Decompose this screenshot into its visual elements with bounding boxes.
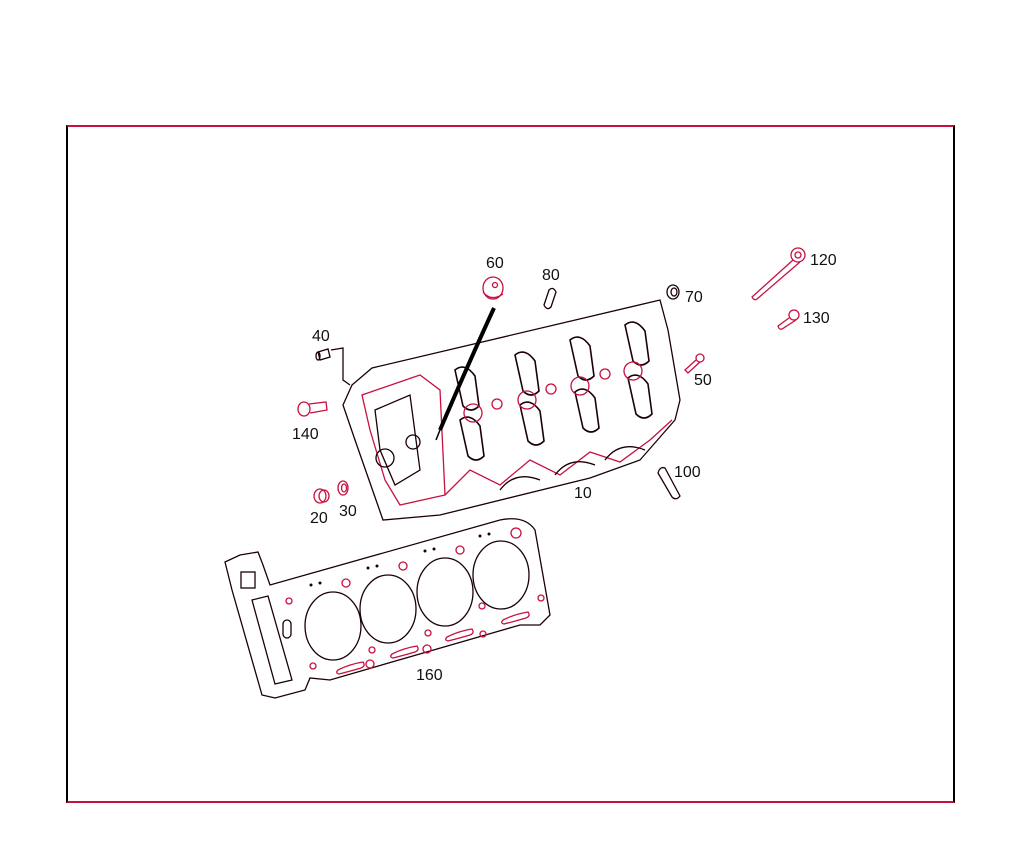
part-80-dowel[interactable] xyxy=(543,287,557,310)
callout-160[interactable]: 160 xyxy=(416,667,443,684)
callout-10[interactable]: 10 xyxy=(574,485,592,502)
callout-50[interactable]: 50 xyxy=(694,372,712,389)
callout-80[interactable]: 80 xyxy=(542,267,560,284)
part-140-bolt[interactable] xyxy=(297,401,328,417)
callout-130[interactable]: 130 xyxy=(803,310,830,327)
callout-40[interactable]: 40 xyxy=(312,328,330,345)
callout-100[interactable]: 100 xyxy=(674,464,701,481)
cylinder-head-part-10[interactable] xyxy=(342,299,681,521)
part-60-cap[interactable] xyxy=(482,276,504,300)
leader-line-60 xyxy=(438,307,496,431)
callout-120[interactable]: 120 xyxy=(810,252,837,269)
callout-30[interactable]: 30 xyxy=(339,503,357,520)
callout-20[interactable]: 20 xyxy=(310,510,328,527)
part-50-bolt[interactable] xyxy=(684,353,705,374)
callout-140[interactable]: 140 xyxy=(292,426,319,443)
callout-70[interactable]: 70 xyxy=(685,289,703,306)
callout-60[interactable]: 60 xyxy=(486,255,504,272)
part-30-washer[interactable] xyxy=(337,480,349,496)
part-130-bolt[interactable] xyxy=(777,309,800,330)
part-160-head-gasket[interactable] xyxy=(224,518,551,699)
diagram-frame xyxy=(66,125,955,803)
part-20-plug[interactable] xyxy=(313,488,330,504)
part-100-pin[interactable] xyxy=(657,466,681,500)
part-120-bolt[interactable] xyxy=(751,247,806,301)
part-70-seal[interactable] xyxy=(666,284,680,300)
part-40-sleeve[interactable] xyxy=(315,347,351,386)
